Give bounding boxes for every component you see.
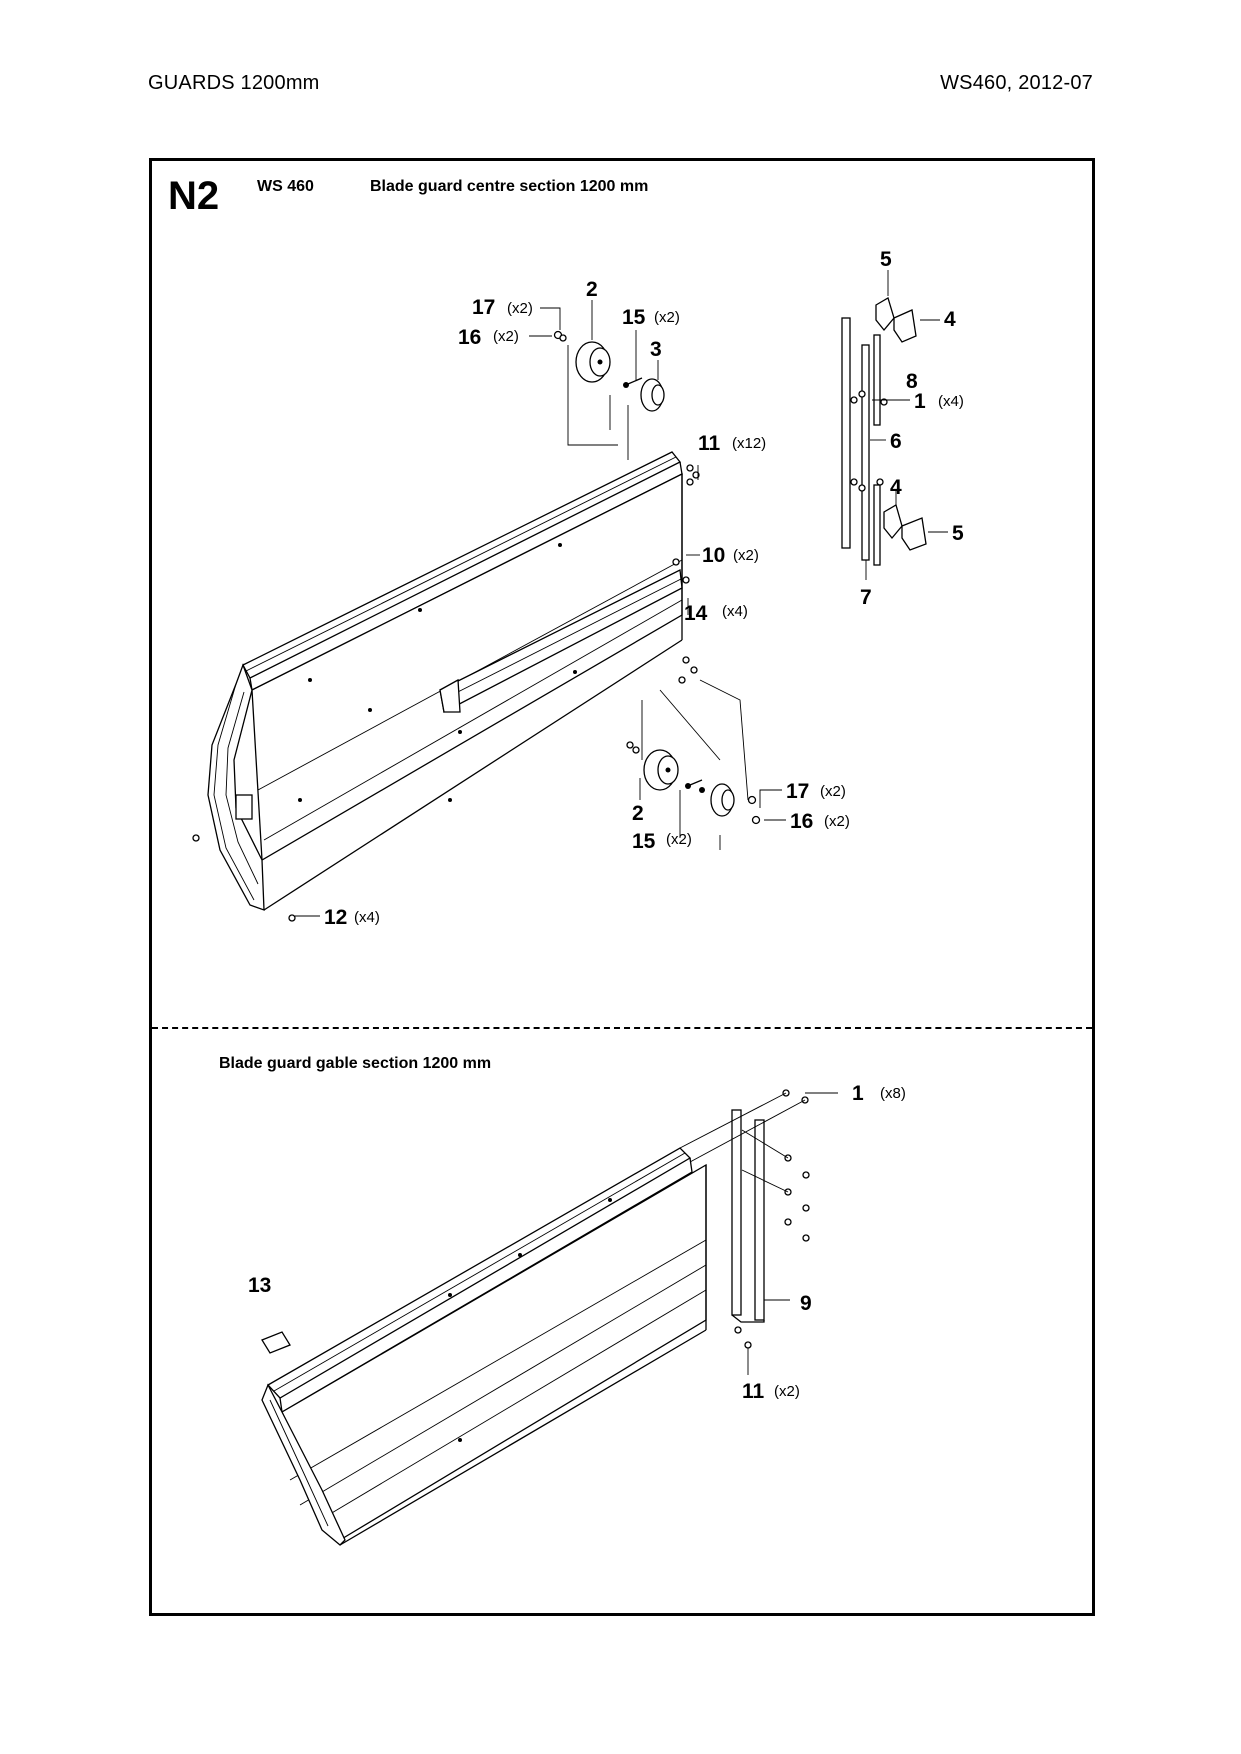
callout-7: 7 [860, 586, 872, 609]
hinge-strip-assembly [841, 297, 927, 566]
centre-section-title: Blade guard centre section 1200 mm [370, 178, 649, 195]
svg-text:1: 1 [852, 1082, 864, 1105]
svg-text:(x8): (x8) [880, 1085, 906, 1102]
callout-11-b: 11 (x2) [742, 1380, 800, 1403]
header-section-title: GUARDS 1200mm [148, 72, 320, 94]
callout-17-a: 17 (x2) [472, 296, 533, 319]
callout-11-a: 11 (x12) [698, 432, 766, 455]
svg-text:9: 9 [800, 1292, 812, 1315]
svg-text:10: 10 [702, 544, 725, 567]
callout-13: 13 [248, 1274, 271, 1297]
svg-text:17: 17 [472, 296, 495, 319]
callout-leaders [295, 270, 948, 1301]
callout-2-b: 2 [632, 802, 644, 825]
callout-2-a: 2 [586, 278, 598, 301]
callout-9: 9 [800, 1292, 812, 1315]
svg-text:13: 13 [248, 1274, 271, 1297]
svg-text:6: 6 [890, 430, 902, 453]
svg-text:3: 3 [650, 338, 662, 361]
svg-text:(x2): (x2) [824, 813, 850, 830]
svg-text:5: 5 [880, 248, 892, 271]
callout-1-b: 1 (x8) [852, 1082, 906, 1105]
svg-text:15: 15 [622, 306, 646, 329]
svg-text:(x2): (x2) [666, 831, 692, 848]
svg-text:12: 12 [324, 906, 347, 929]
section-divider [152, 1027, 1092, 1029]
svg-text:(x2): (x2) [733, 547, 759, 564]
gable-guard-panel [261, 1089, 810, 1546]
callout-15-a: 15 (x2) [622, 306, 680, 329]
callout-15-b: 15 (x2) [632, 830, 692, 853]
callout-12: 12 (x4) [324, 906, 380, 929]
svg-text:(x2): (x2) [493, 328, 519, 345]
svg-text:8: 8 [906, 370, 918, 393]
callout-17-b: 17 (x2) [786, 780, 846, 803]
svg-text:1: 1 [914, 390, 926, 413]
callout-6: 6 [890, 430, 902, 453]
centre-guard-panel [207, 451, 683, 911]
svg-text:11: 11 [698, 432, 721, 455]
svg-text:(x2): (x2) [507, 300, 533, 317]
svg-text:11: 11 [742, 1380, 765, 1403]
svg-text:(x2): (x2) [654, 309, 680, 326]
callout-5-a: 5 [880, 248, 892, 271]
svg-text:17: 17 [786, 780, 809, 803]
svg-text:(x4): (x4) [354, 909, 380, 926]
svg-text:(x4): (x4) [722, 603, 748, 620]
gable-section-title: Blade guard gable section 1200 mm [219, 1055, 492, 1072]
callout-16-b: 16 (x2) [790, 810, 850, 833]
model-label: WS 460 [257, 178, 314, 195]
callout-8: 8 [906, 370, 918, 393]
svg-text:15: 15 [632, 830, 656, 853]
callout-14: 14 (x4) [684, 602, 748, 625]
sheet-code: N2 [168, 174, 220, 218]
callout-5-b: 5 [952, 522, 964, 545]
svg-text:4: 4 [944, 308, 956, 331]
callout-4-b: 4 [890, 476, 902, 499]
callout-16-a: 16 (x2) [458, 326, 519, 349]
callout-3: 3 [650, 338, 662, 361]
svg-text:2: 2 [586, 278, 598, 301]
svg-text:7: 7 [860, 586, 872, 609]
centre-wheels-and-fixings [192, 330, 761, 922]
svg-text:5: 5 [952, 522, 964, 545]
svg-text:14: 14 [684, 602, 708, 625]
header-model-date: WS460, 2012-07 [940, 72, 1093, 94]
svg-text:16: 16 [790, 810, 813, 833]
callout-4-a: 4 [944, 308, 956, 331]
svg-text:4: 4 [890, 476, 902, 499]
callout-1-a: 1 (x4) [914, 390, 964, 413]
svg-text:16: 16 [458, 326, 481, 349]
diagram-frame [149, 158, 1095, 1616]
svg-text:(x12): (x12) [732, 435, 766, 452]
callout-10: 10 (x2) [702, 544, 759, 567]
svg-text:(x2): (x2) [820, 783, 846, 800]
svg-text:(x2): (x2) [774, 1383, 800, 1400]
svg-text:(x4): (x4) [938, 393, 964, 410]
svg-text:2: 2 [632, 802, 644, 825]
